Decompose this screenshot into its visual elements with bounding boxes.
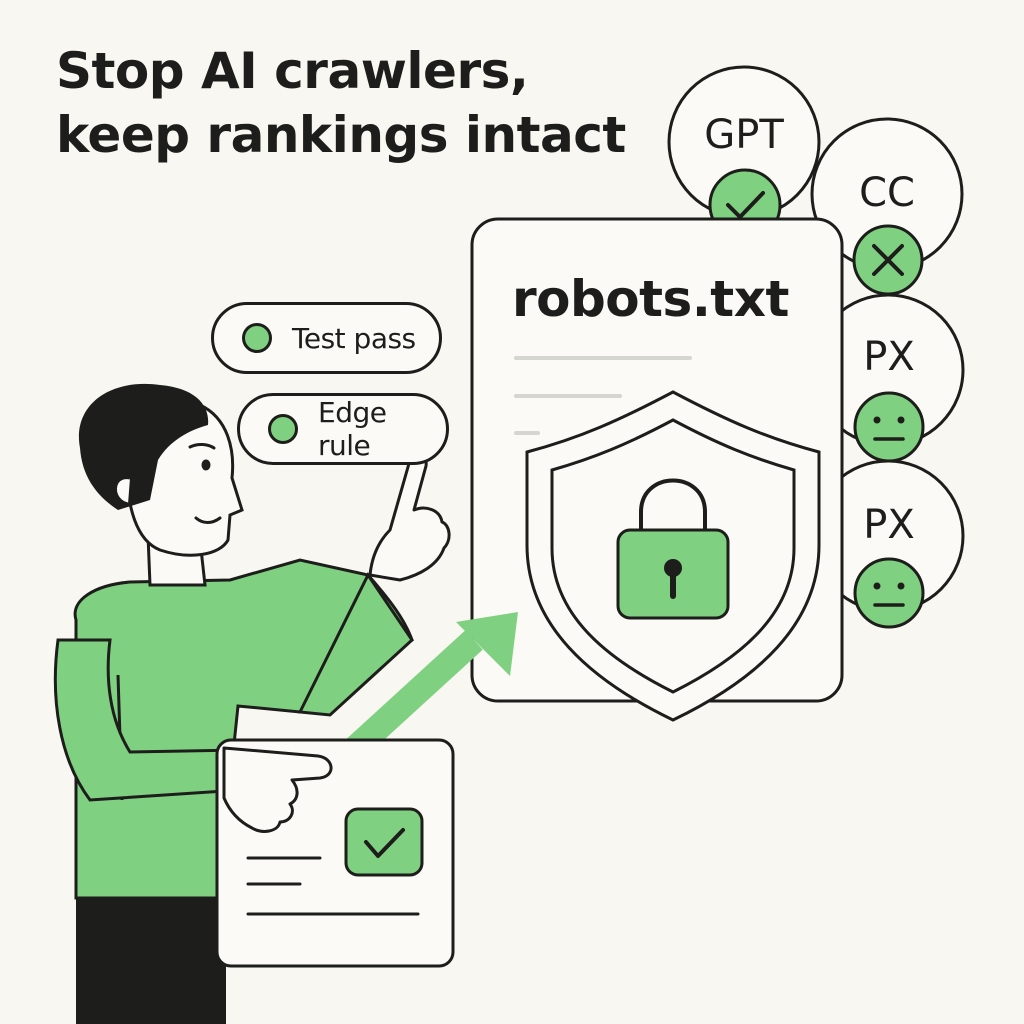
pointing-hand <box>222 746 333 833</box>
bot-label-px-2: PX <box>863 502 915 548</box>
neutral-face-icon <box>853 557 925 629</box>
bot-badge-px-1[interactable] <box>811 293 965 463</box>
cross-icon <box>852 224 924 296</box>
padlock-icon <box>616 478 730 620</box>
neutral-face-icon <box>853 391 925 463</box>
bot-label-gpt: GPT <box>704 112 784 158</box>
checkbox-checked-icon <box>344 807 424 877</box>
edge-rule-pill[interactable]: Edge rule <box>237 393 449 465</box>
edge-rule-label: Edge rule <box>318 396 387 462</box>
person-illustration <box>53 383 451 1024</box>
test-pass-label: Test pass <box>292 321 416 355</box>
status-dot-icon <box>268 414 298 444</box>
bot-badge-cc[interactable] <box>810 117 964 296</box>
test-pass-pill[interactable]: Test pass <box>211 302 442 374</box>
bot-label-px-1: PX <box>863 334 915 380</box>
bot-label-cc: CC <box>859 170 915 216</box>
page-title-line-1: Stop AI crawlers, <box>56 42 529 100</box>
page-title: Stop AI crawlers, keep rankings intact <box>56 40 676 167</box>
page-title-line-2: keep rankings intact <box>56 105 626 164</box>
status-dot-icon <box>242 323 272 353</box>
bot-badge-px-2[interactable] <box>811 459 965 629</box>
document-title: robots.txt <box>512 270 789 328</box>
